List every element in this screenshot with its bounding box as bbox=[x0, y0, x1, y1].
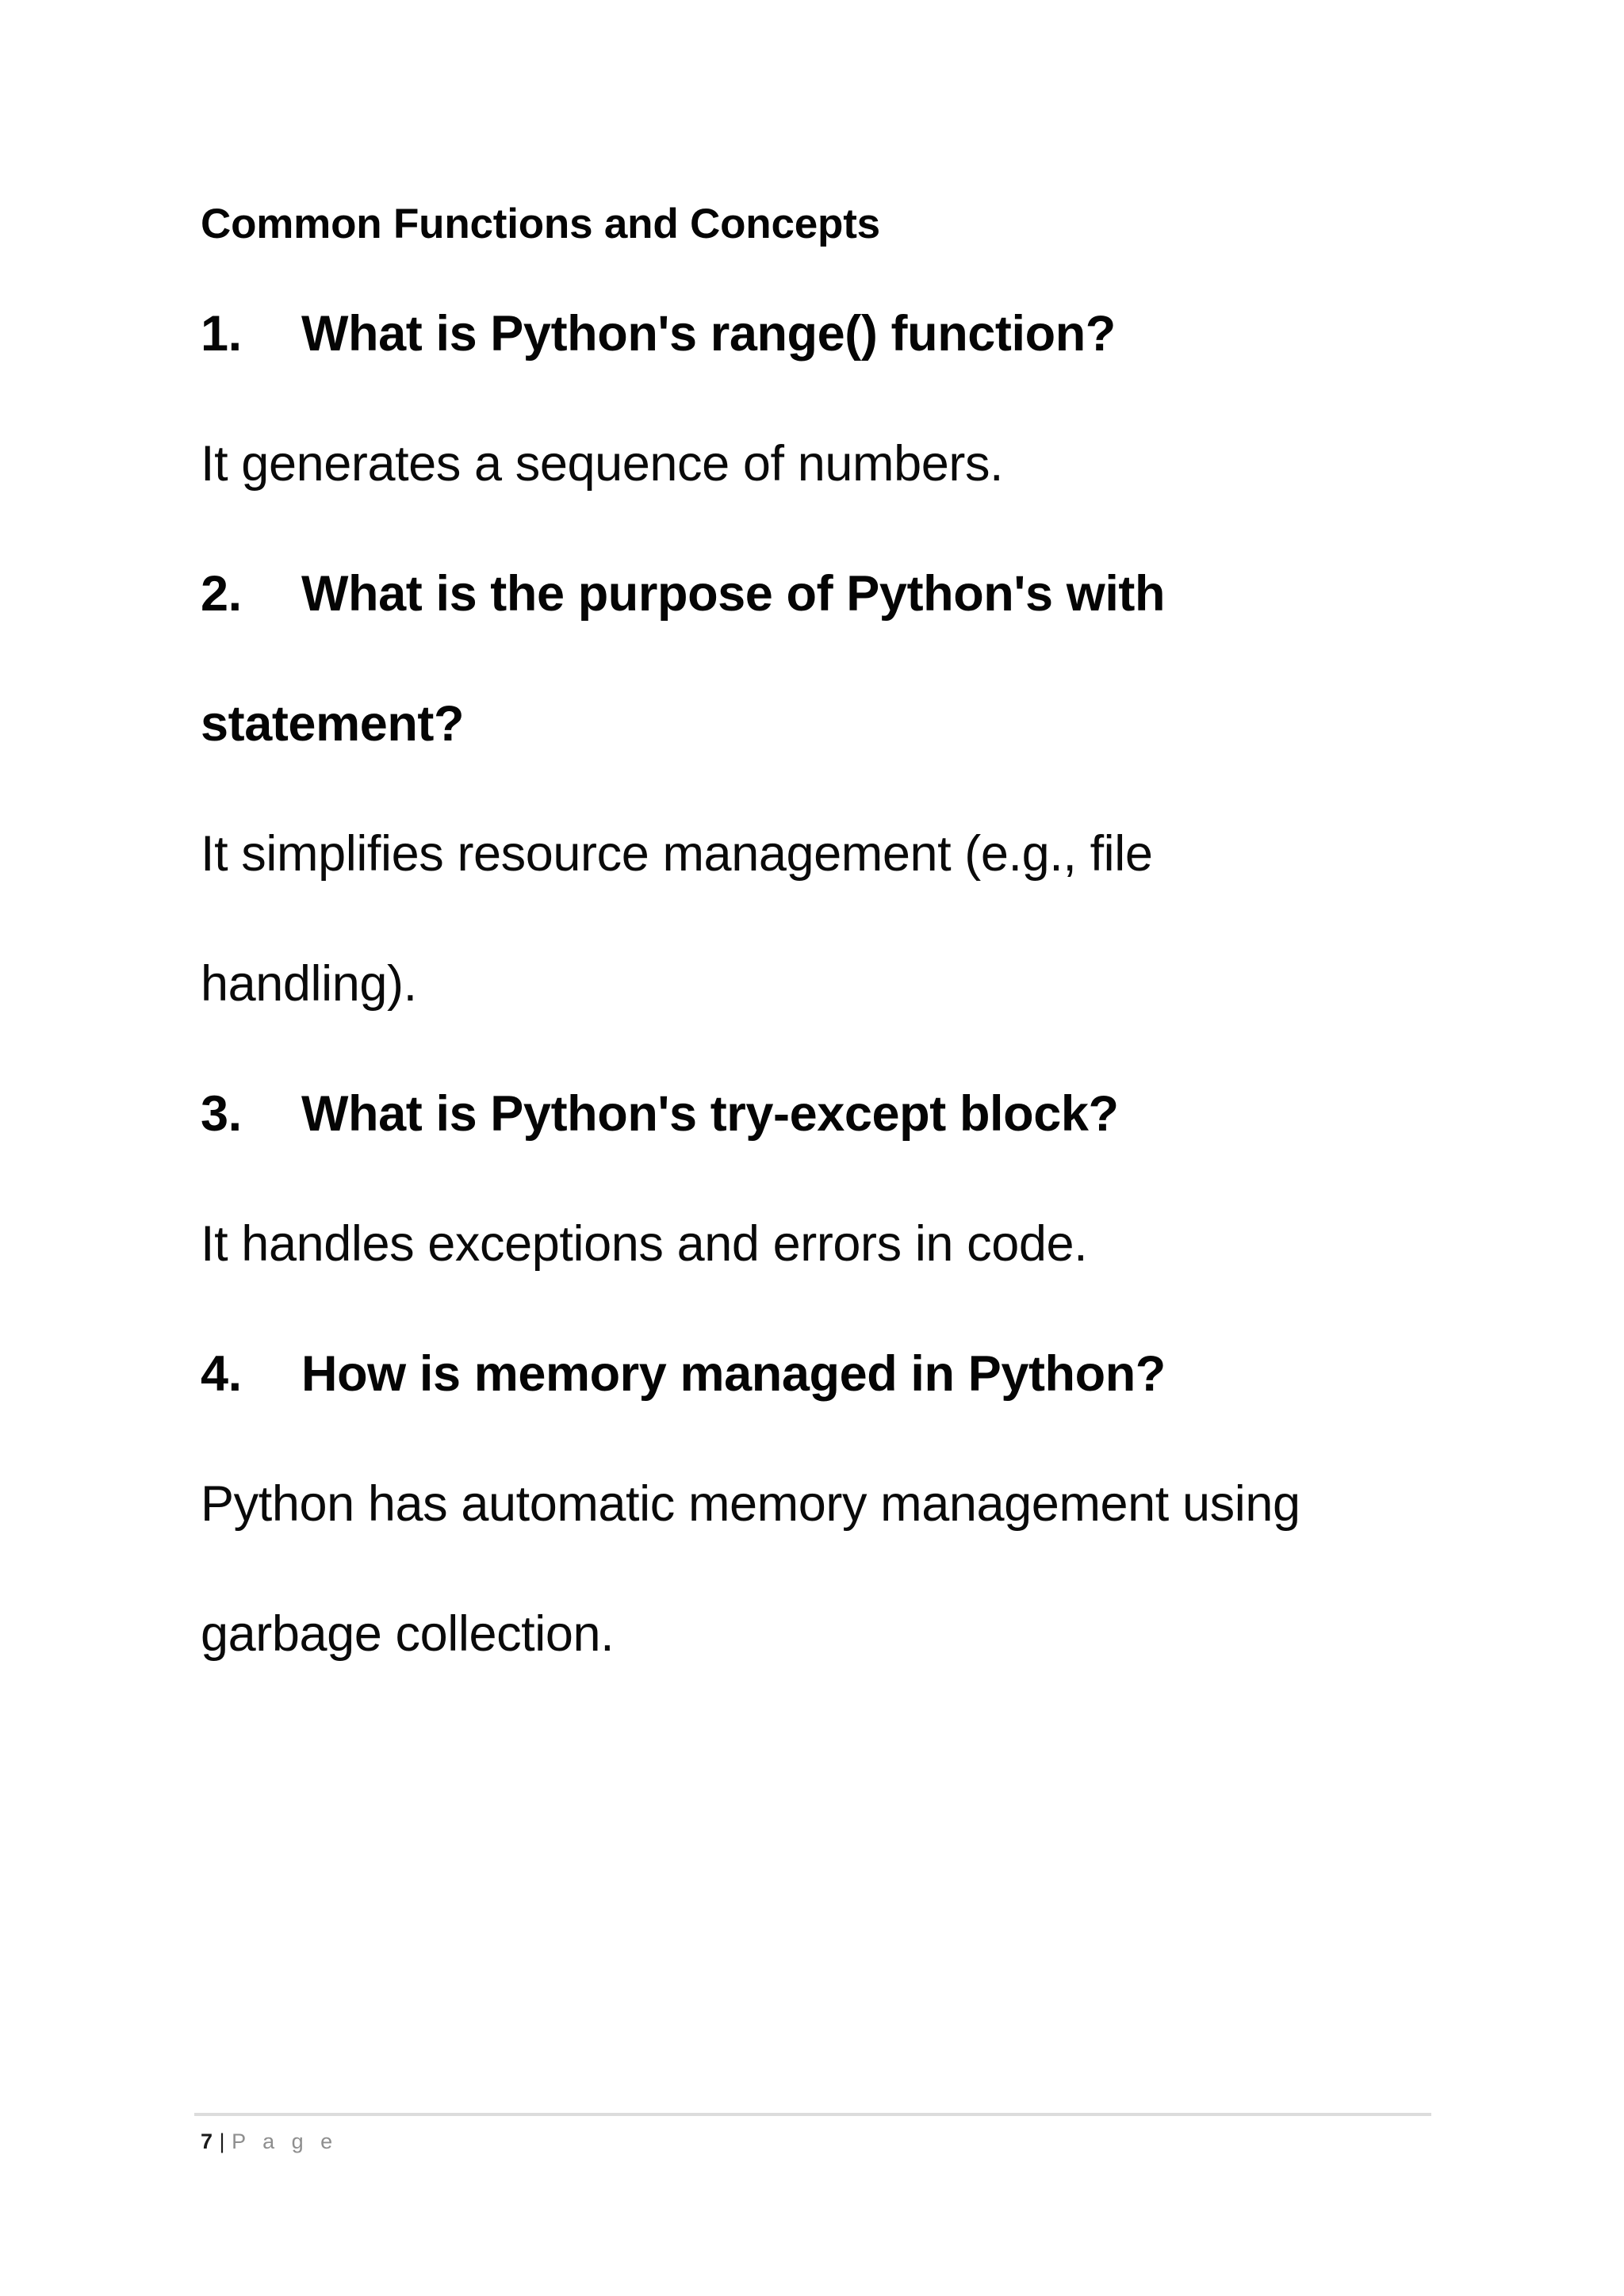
question-text-4: How is memory managed in Python? bbox=[301, 1346, 1166, 1402]
question-text-2: What is the purpose of Python's with sta… bbox=[201, 566, 1166, 752]
question-text-1: What is Python's range() function? bbox=[301, 306, 1116, 362]
question-4: 4. How is memory managed in Python? bbox=[201, 1309, 1434, 1439]
qa-item-1: 1. What is Python's range() function? It … bbox=[201, 269, 1438, 529]
footer-separator: | bbox=[219, 2130, 226, 2153]
footer-divider bbox=[194, 2113, 1431, 2116]
page-footer: 7 | P a g e bbox=[194, 2113, 1431, 2153]
question-number-2: 2. bbox=[201, 566, 242, 622]
answer-2: It simplifies resource management (e.g.,… bbox=[201, 826, 1153, 1012]
section-heading: Common Functions and Concepts bbox=[201, 201, 880, 247]
qa-list: 1. What is Python's range() function? It … bbox=[201, 269, 1438, 1699]
qa-item-3: 3. What is Python's try-except block? It … bbox=[201, 1049, 1438, 1309]
answer-1: It generates a sequence of numbers. bbox=[201, 436, 1004, 492]
question-2: 2.What is the purpose of Python's with s… bbox=[201, 529, 1434, 789]
page-content: Common Functions and Concepts 1. What is … bbox=[201, 184, 1438, 1699]
question-number-4: 4. bbox=[201, 1346, 242, 1402]
answer-4: Python has automatic memory management u… bbox=[201, 1476, 1300, 1662]
qa-item-4: 4. How is memory managed in Python? Pytho… bbox=[201, 1309, 1438, 1699]
answer-3: It handles exceptions and errors in code… bbox=[201, 1216, 1088, 1272]
footer-page-number: 7 bbox=[201, 2130, 214, 2153]
qa-item-2: 2.What is the purpose of Python's with s… bbox=[201, 529, 1438, 1049]
question-text-3: What is Python's try-except block? bbox=[301, 1086, 1119, 1142]
question-number-3: 3. bbox=[201, 1086, 242, 1142]
footer-page-label: P a g e bbox=[232, 2130, 339, 2153]
question-number-1: 1. bbox=[201, 306, 242, 362]
question-3: 3. What is Python's try-except block? bbox=[201, 1049, 1434, 1179]
question-1: 1. What is Python's range() function? bbox=[201, 269, 1434, 399]
footer-page-indicator: 7 | P a g e bbox=[201, 2130, 1431, 2153]
